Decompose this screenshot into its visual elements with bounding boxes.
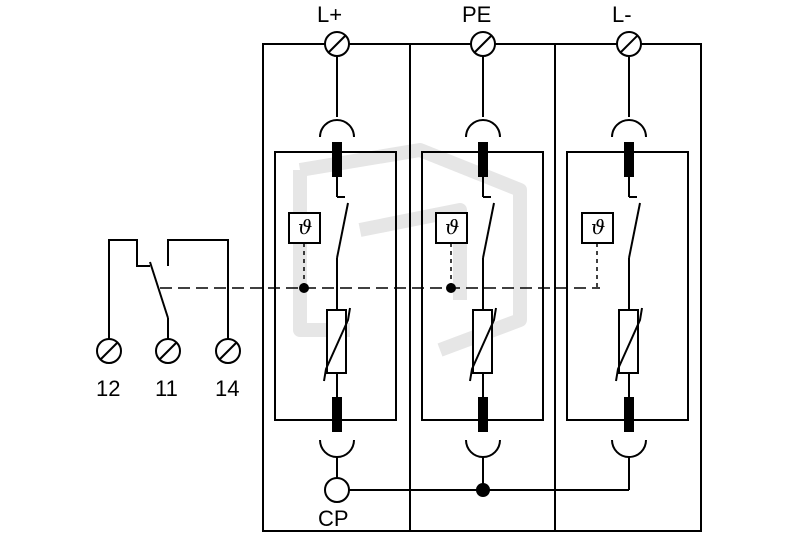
terminal-label-cp: CP: [318, 506, 349, 531]
aux-label-14: 14: [215, 376, 239, 401]
varistor-lplus: [326, 309, 347, 374]
aux-contact: [96, 239, 241, 364]
aux-label-12: 12: [96, 376, 120, 401]
thermal-symbol: ϑ: [591, 215, 605, 239]
terminal-cp: [324, 477, 350, 503]
aux-label-11: 11: [155, 376, 178, 401]
thermal-symbol: ϑ: [445, 215, 459, 239]
terminal-label-pe: PE: [462, 2, 491, 27]
thermal-fuse-lplus: [288, 212, 321, 244]
module-pe: ϑ: [421, 31, 544, 497]
module-lminus: ϑ: [566, 31, 689, 490]
module-lplus: ϑ: [274, 31, 397, 503]
terminal-label-lminus: L-: [612, 2, 632, 27]
terminal-label-lplus: L+: [317, 2, 342, 27]
varistor-pe: [472, 309, 493, 374]
thermal-fuse-lminus: [581, 212, 614, 244]
thermal-symbol: ϑ: [298, 215, 312, 239]
varistor-lminus: [618, 309, 639, 374]
